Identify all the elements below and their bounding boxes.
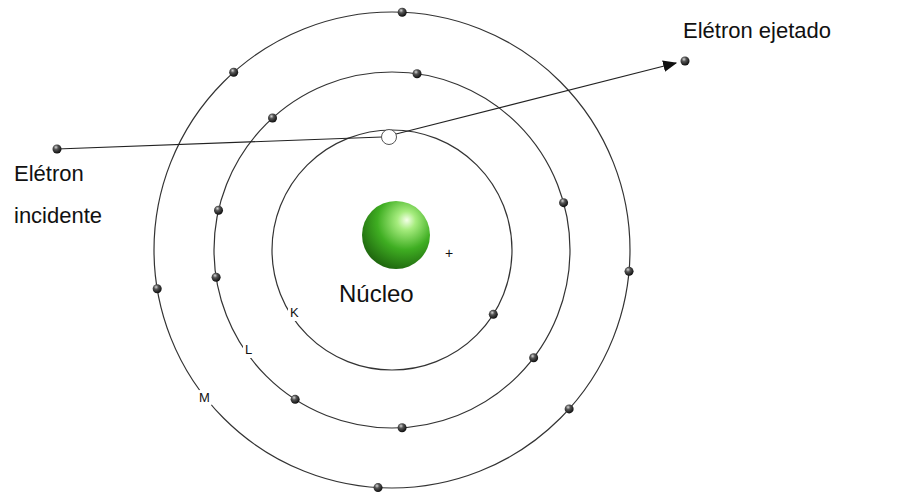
electron — [291, 395, 300, 404]
shell-letter: L — [243, 342, 254, 358]
electron — [153, 284, 162, 293]
shell-electrons — [153, 8, 634, 492]
shell-m — [154, 12, 630, 488]
electron — [214, 206, 223, 215]
shell-letter: K — [288, 305, 301, 321]
ejection-arrow — [396, 63, 676, 134]
electron — [212, 273, 221, 282]
electron — [374, 483, 383, 492]
electron — [529, 353, 538, 362]
electron — [398, 423, 407, 432]
ejected-label: Elétron ejetado — [683, 18, 831, 44]
nucleus-label: Núcleo — [339, 280, 414, 309]
incident-label: Elétron incidente — [14, 153, 134, 237]
vacancy — [382, 130, 397, 145]
incident-electron — [53, 145, 62, 154]
electron — [559, 198, 568, 207]
incident-path — [57, 137, 382, 149]
electron — [398, 8, 407, 17]
electron — [413, 69, 422, 78]
shell-k — [272, 130, 512, 370]
shell-letter: M — [197, 390, 212, 406]
electron — [565, 404, 574, 413]
electron — [625, 267, 634, 276]
electron — [229, 68, 238, 77]
electron — [489, 310, 498, 319]
charge-sign: + — [445, 245, 453, 262]
ejected-electron — [681, 57, 690, 66]
nucleus — [362, 201, 430, 269]
shell-l — [214, 72, 570, 428]
electron — [268, 114, 277, 123]
